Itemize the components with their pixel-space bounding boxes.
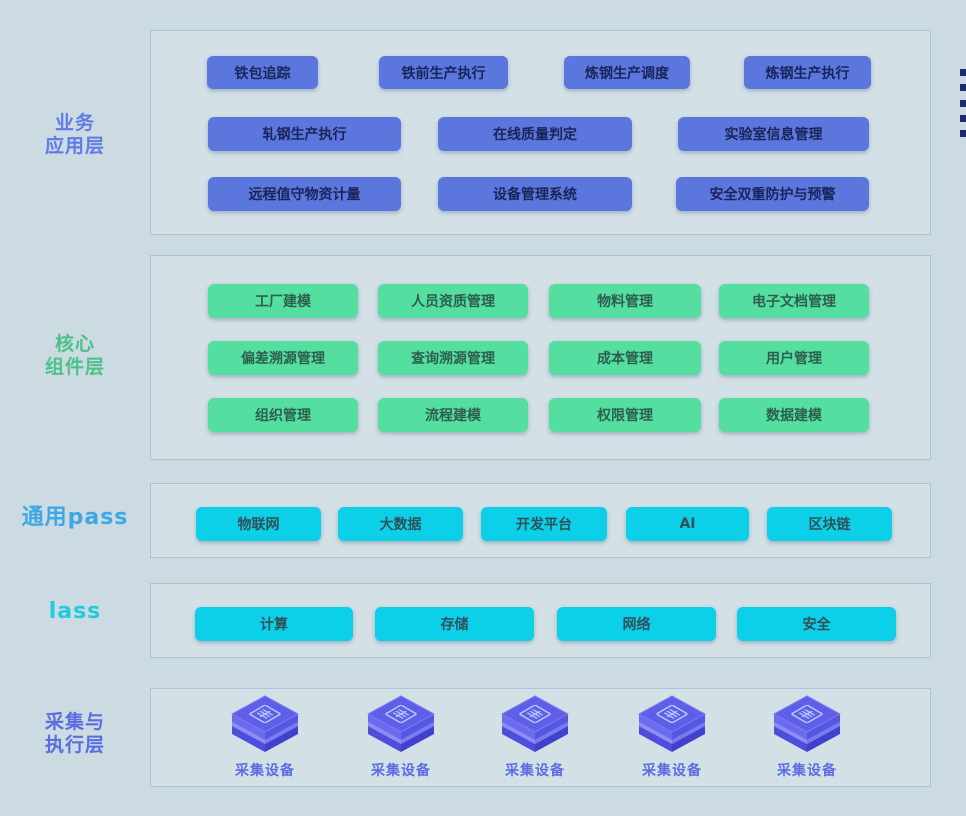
paas-module-button[interactable]: 大数据 — [338, 507, 463, 541]
layer-label-paas: 通用pass — [0, 506, 150, 529]
device-item: 采集设备 — [627, 694, 717, 780]
device-label: 采集设备 — [777, 763, 837, 779]
layer-label-line: 通用pass — [21, 505, 129, 530]
layer-label-line: 业务 — [54, 112, 95, 134]
device-label: 采集设备 — [371, 763, 431, 779]
business-module-button[interactable]: 在线质量判定 — [438, 117, 632, 151]
device-cube-icon — [366, 695, 436, 752]
edge-mark-decor — [960, 130, 966, 137]
core-module-button[interactable]: 电子文档管理 — [719, 284, 869, 318]
device-label: 采集设备 — [642, 763, 702, 779]
device-item: 采集设备 — [220, 694, 310, 780]
business-module-button[interactable]: 铁包追踪 — [207, 56, 318, 89]
panel-iaas-layer: 计算 存储 网络 安全 — [150, 583, 931, 658]
core-module-button[interactable]: 组织管理 — [208, 398, 358, 432]
device-cube-icon — [230, 695, 300, 752]
core-module-button[interactable]: 流程建模 — [378, 398, 528, 432]
panel-paas-layer: 物联网 大数据 开发平台 AI 区块链 — [150, 483, 931, 558]
device-cube-icon — [637, 695, 707, 752]
layer-label-line: 组件层 — [44, 356, 105, 378]
layer-label-line: lass — [48, 599, 102, 624]
paas-module-button[interactable]: 区块链 — [767, 507, 892, 541]
core-module-button[interactable]: 工厂建模 — [208, 284, 358, 318]
iaas-module-button[interactable]: 存储 — [375, 607, 534, 641]
device-label: 采集设备 — [235, 763, 295, 779]
device-cube-icon — [772, 695, 842, 752]
layer-label-line: 执行层 — [44, 734, 105, 756]
business-module-button[interactable]: 炼钢生产调度 — [564, 56, 690, 89]
core-module-button[interactable]: 物料管理 — [549, 284, 701, 318]
layer-label-collect: 采集与 执行层 — [0, 711, 150, 757]
layer-label-core: 核心 组件层 — [0, 333, 150, 379]
panel-business-layer: 铁包追踪 铁前生产执行 炼钢生产调度 炼钢生产执行 轧钢生产执行 在线质量判定 … — [150, 30, 931, 235]
core-module-button[interactable]: 成本管理 — [549, 341, 701, 375]
iaas-module-button[interactable]: 网络 — [557, 607, 716, 641]
core-module-button[interactable]: 偏差溯源管理 — [208, 341, 358, 375]
edge-mark-decor — [960, 100, 966, 107]
iaas-module-button[interactable]: 计算 — [195, 607, 353, 641]
paas-module-button[interactable]: 物联网 — [196, 507, 321, 541]
device-cube-icon — [500, 695, 570, 752]
device-label: 采集设备 — [505, 763, 565, 779]
edge-mark-decor — [960, 84, 966, 91]
device-item: 采集设备 — [762, 694, 852, 780]
device-item: 采集设备 — [356, 694, 446, 780]
business-module-button[interactable]: 炼钢生产执行 — [744, 56, 871, 89]
business-module-button[interactable]: 实验室信息管理 — [678, 117, 869, 151]
core-module-button[interactable]: 人员资质管理 — [378, 284, 528, 318]
layer-label-line: 应用层 — [44, 135, 105, 157]
layer-label-business: 业务 应用层 — [0, 112, 150, 158]
core-module-button[interactable]: 查询溯源管理 — [378, 341, 528, 375]
panel-core-layer: 工厂建模 人员资质管理 物料管理 电子文档管理 偏差溯源管理 查询溯源管理 成本… — [150, 255, 931, 460]
layer-label-line: 采集与 — [44, 711, 105, 733]
business-module-button[interactable]: 轧钢生产执行 — [208, 117, 401, 151]
paas-module-button[interactable]: AI — [626, 507, 749, 541]
business-module-button[interactable]: 设备管理系统 — [438, 177, 632, 211]
iaas-module-button[interactable]: 安全 — [737, 607, 896, 641]
business-module-button[interactable]: 远程值守物资计量 — [208, 177, 401, 211]
layer-label-iaas: lass — [0, 600, 150, 623]
device-item: 采集设备 — [490, 694, 580, 780]
core-module-button[interactable]: 用户管理 — [719, 341, 869, 375]
paas-module-button[interactable]: 开发平台 — [481, 507, 607, 541]
edge-mark-decor — [960, 69, 966, 76]
business-module-button[interactable]: 铁前生产执行 — [379, 56, 508, 89]
business-module-button[interactable]: 安全双重防护与预警 — [676, 177, 869, 211]
core-module-button[interactable]: 权限管理 — [549, 398, 701, 432]
edge-mark-decor — [960, 115, 966, 122]
core-module-button[interactable]: 数据建模 — [719, 398, 869, 432]
layer-label-line: 核心 — [54, 333, 95, 355]
